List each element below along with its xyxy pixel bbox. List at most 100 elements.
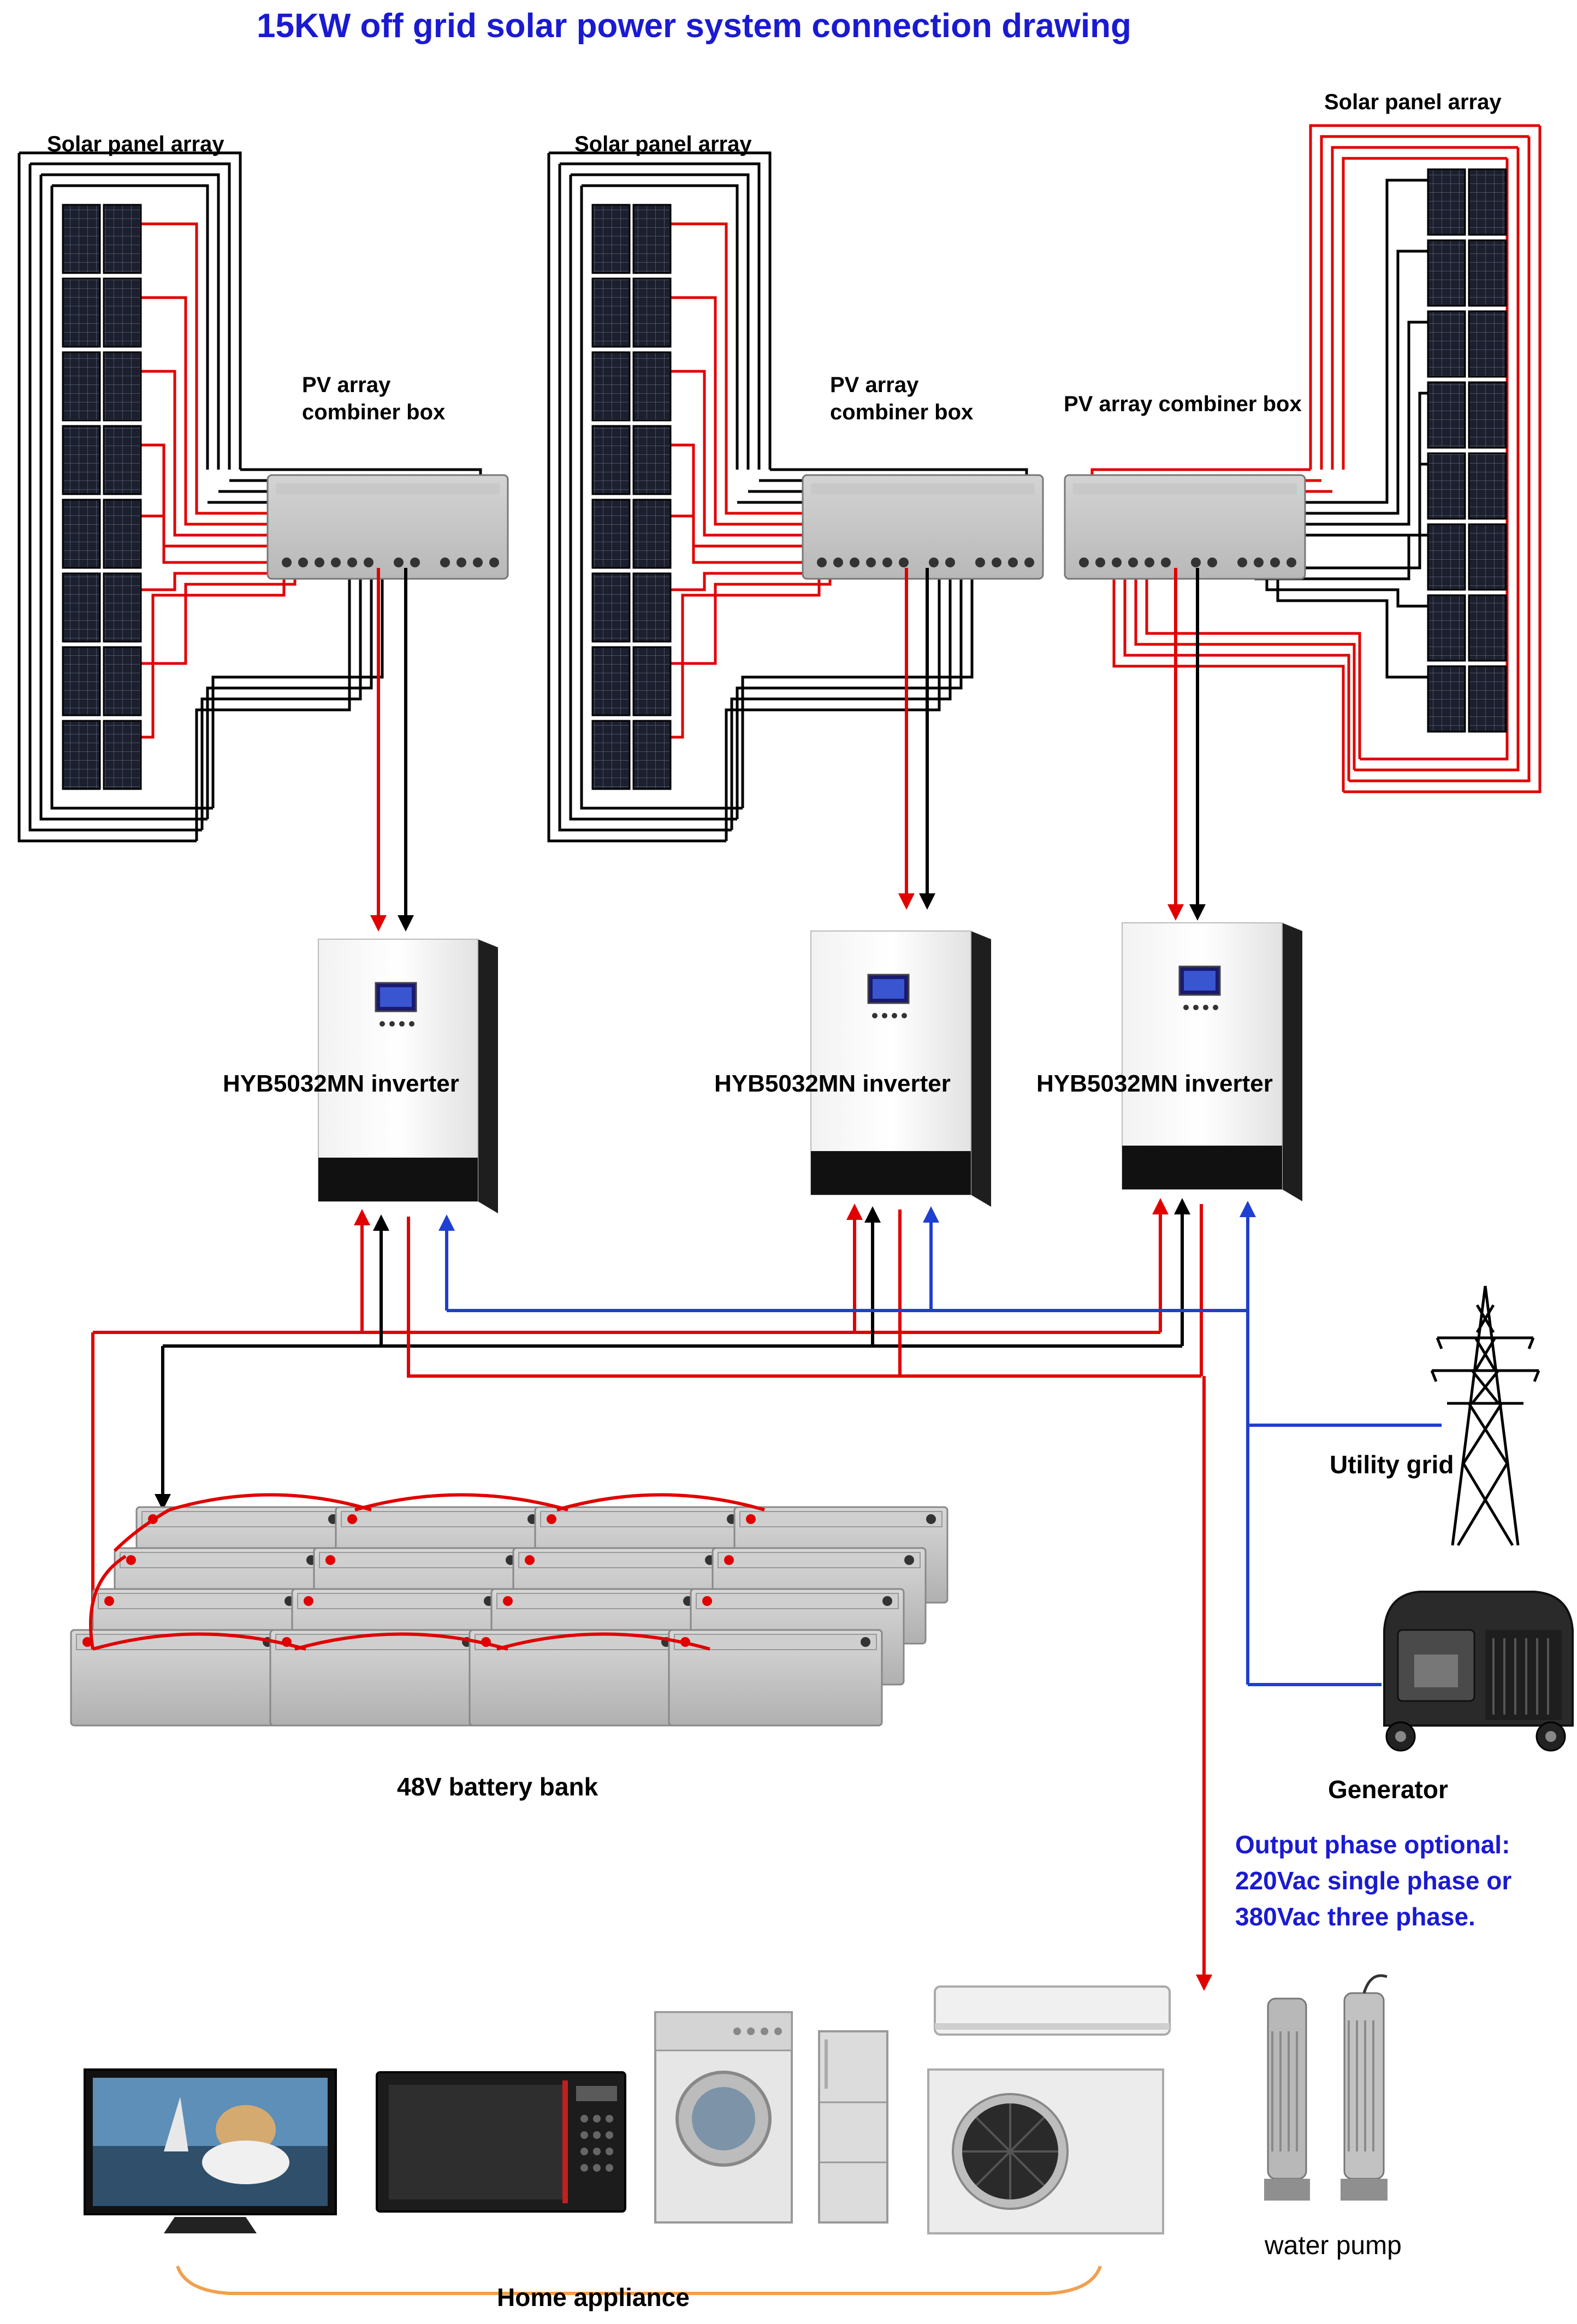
solar-panel: [1427, 381, 1466, 449]
home-appliance-bracket: [176, 2265, 1102, 2295]
array-1-panels: [62, 204, 142, 790]
washing-machine-icon: [654, 2011, 793, 2224]
water-pump-label: water pump: [1265, 2231, 1402, 2260]
battery-bank-label: 48V battery bank: [397, 1772, 598, 1801]
solar-panel: [632, 425, 672, 495]
output-phase-note-line2: 220Vac single phase or: [1235, 1866, 1512, 1895]
solar-array-2: [547, 151, 1044, 843]
solar-panel: [1427, 310, 1466, 378]
array-3-label: Solar panel array: [1324, 90, 1502, 114]
solar-panel: [62, 277, 101, 348]
solar-panel: [1427, 239, 1466, 307]
solar-panel: [103, 499, 142, 569]
solar-panel: [1468, 594, 1507, 662]
array-1-label: Solar panel array: [47, 132, 224, 156]
inverter-1: [318, 939, 498, 1213]
solar-panel: [62, 351, 101, 422]
solar-array-3: [1064, 124, 1542, 793]
ac-output-bus: [407, 1217, 1201, 1378]
battery-cell: [70, 1629, 285, 1727]
combiner-box-3: [1064, 474, 1306, 580]
output-phase-note-line1: Output phase optional:: [1235, 1830, 1510, 1859]
air-conditioner-icon: [927, 1985, 1171, 2234]
inverter-1-label: HYB5032MN inverter: [223, 1070, 459, 1097]
combiner-box-3-label: PV array combiner box: [1064, 392, 1302, 416]
inverter-2: [810, 930, 991, 1207]
solar-array-1: [17, 151, 509, 843]
inverter-3-label: HYB5032MN inverter: [1036, 1070, 1273, 1097]
solar-panel: [1468, 310, 1507, 378]
combiner-box-1-label-line1: PV array: [302, 373, 391, 397]
solar-panel: [1427, 523, 1466, 591]
solar-panel: [103, 425, 142, 495]
combiner-box-1: [266, 474, 509, 580]
solar-panel: [591, 646, 631, 716]
inverter-2-label: HYB5032MN inverter: [714, 1070, 951, 1097]
solar-panel: [591, 277, 631, 348]
solar-panel: [591, 572, 631, 643]
solar-panel: [1468, 239, 1507, 307]
solar-panel: [591, 499, 631, 569]
solar-panel: [62, 204, 101, 274]
output-phase-note: Output phase optional: 220Vac single pha…: [1235, 1827, 1511, 1935]
solar-panel: [62, 499, 101, 569]
solar-panel: [62, 572, 101, 643]
solar-panel: [591, 204, 631, 274]
battery-cell: [668, 1629, 883, 1727]
solar-panel: [1427, 594, 1466, 662]
array-2-panels: [591, 204, 672, 790]
solar-panel: [632, 572, 672, 643]
solar-panel: [591, 720, 631, 790]
solar-panel: [103, 646, 142, 716]
diagram-title: 15KW off grid solar power system connect…: [257, 7, 1131, 45]
solar-panel: [1468, 168, 1507, 236]
solar-panel: [632, 646, 672, 716]
utility-grid-label: Utility grid: [1330, 1450, 1454, 1479]
battery-cell: [269, 1629, 484, 1727]
solar-panel: [1427, 452, 1466, 520]
battery-series-links: [89, 1493, 765, 1651]
generator-icon: [1383, 1591, 1574, 1752]
home-appliance-label: Home appliance: [497, 2283, 690, 2311]
solar-panel: [632, 351, 672, 422]
combiner-box-1-label: PV array combiner box: [302, 371, 445, 426]
array-3-panels: [1427, 168, 1507, 733]
solar-panel: [1468, 665, 1507, 733]
combiner-box-2: [802, 474, 1044, 580]
generator-label: Generator: [1328, 1775, 1448, 1804]
solar-panel: [103, 572, 142, 643]
solar-panel: [591, 425, 631, 495]
tv-icon: [84, 2068, 337, 2233]
solar-panel: [103, 204, 142, 274]
solar-panel: [103, 351, 142, 422]
solar-panel: [62, 425, 101, 495]
combiner-box-2-label: PV array combiner box: [830, 371, 973, 426]
solar-panel: [1468, 452, 1507, 520]
array-2-label: Solar panel array: [574, 132, 752, 156]
battery-cell: [469, 1629, 684, 1727]
solar-panel: [1427, 665, 1466, 733]
solar-panel: [103, 720, 142, 790]
output-phase-note-line3: 380Vac three phase.: [1235, 1902, 1475, 1931]
pv-to-inverter-wires: [370, 568, 1206, 932]
solar-panel: [632, 277, 672, 348]
combiner-box-1-label-line2: combiner box: [302, 400, 446, 424]
microwave-icon: [376, 2071, 626, 2213]
combiner-box-2-label-line1: PV array: [830, 373, 919, 397]
inverter-3: [1122, 922, 1302, 1201]
solar-panel: [1468, 381, 1507, 449]
solar-panel: [632, 499, 672, 569]
solar-panel: [1468, 523, 1507, 591]
solar-panel: [103, 277, 142, 348]
solar-panel: [632, 204, 672, 274]
battery-bus-wires: [85, 1198, 1442, 1991]
utility-grid-tower-icon: [1430, 1285, 1540, 1546]
battery-bank: [70, 1493, 948, 1727]
solar-panel: [591, 351, 631, 422]
solar-panel: [62, 646, 101, 716]
refrigerator-icon: [818, 2030, 888, 2224]
combiner-box-2-label-line2: combiner box: [830, 400, 974, 424]
solar-panel: [62, 720, 101, 790]
solar-panel: [632, 720, 672, 790]
